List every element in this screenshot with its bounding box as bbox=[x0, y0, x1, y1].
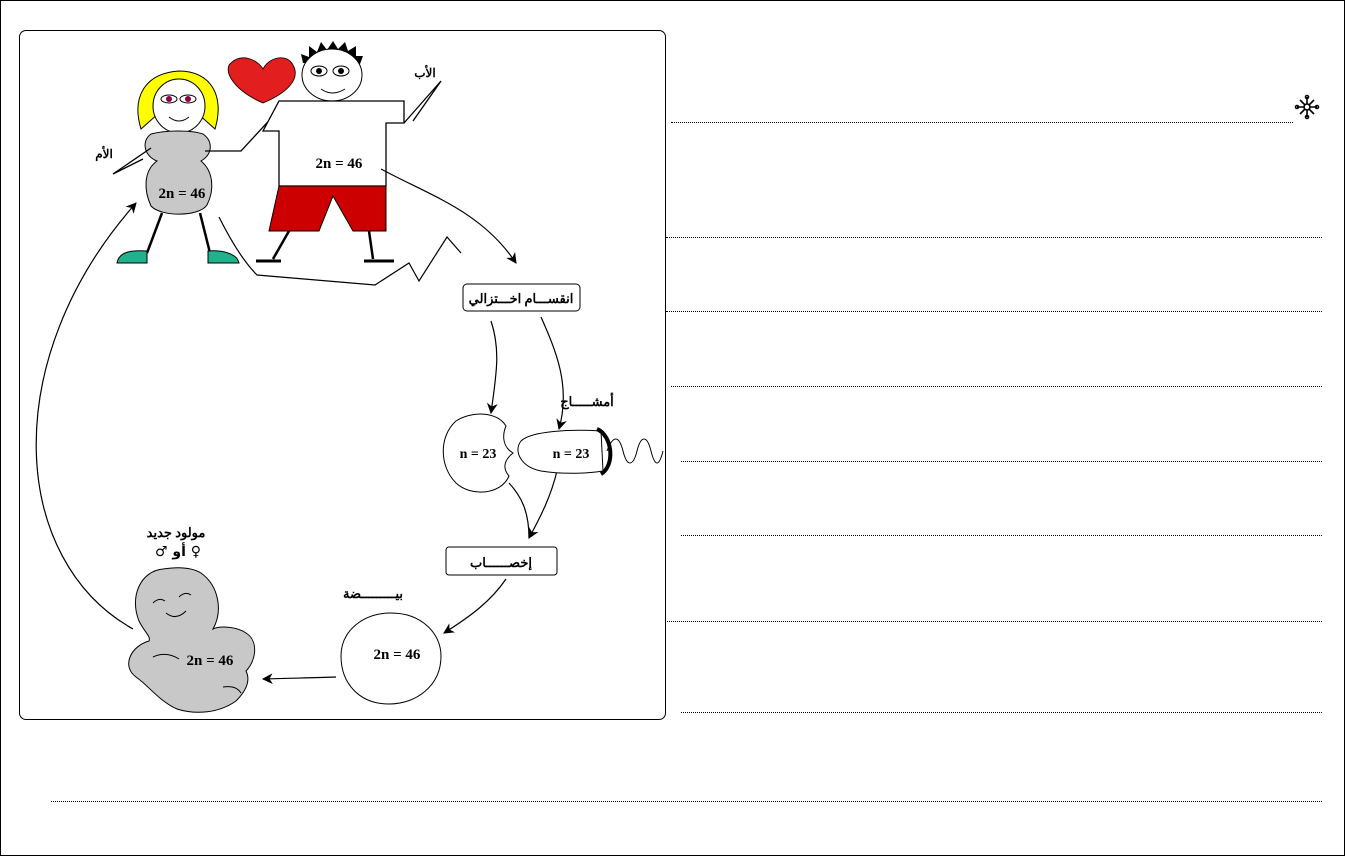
mother-right-shoe bbox=[207, 250, 240, 264]
sperm-tail bbox=[606, 438, 664, 464]
arrow-meiosis-to-egg bbox=[486, 320, 498, 415]
newborn-label: مولود جديد bbox=[147, 525, 206, 541]
fertilization-box bbox=[445, 546, 558, 576]
arrow-fertilization-to-zygote bbox=[443, 578, 507, 634]
arrow-zygote-to-newborn bbox=[261, 673, 337, 685]
mother-body bbox=[144, 130, 213, 215]
mother-chromosomes: 2n = 46 bbox=[159, 186, 206, 202]
father-label: الأب bbox=[414, 65, 435, 80]
mother-label: الأم bbox=[95, 146, 113, 162]
snowflake-icon bbox=[1294, 94, 1320, 120]
mother-figure bbox=[112, 70, 277, 264]
newborn-sex-symbols: ♀ أو ♂ bbox=[155, 542, 201, 560]
gametes-label: أمشـــــاج bbox=[560, 393, 614, 410]
father-figure bbox=[256, 41, 442, 263]
father-pants bbox=[268, 185, 387, 232]
newborn-chromosomes: 2n = 46 bbox=[187, 653, 234, 669]
answer-line[interactable] bbox=[666, 237, 1322, 238]
answer-line[interactable] bbox=[671, 386, 1322, 387]
answer-line[interactable] bbox=[681, 461, 1322, 462]
sperm-gamete-label: n = 23 bbox=[553, 447, 590, 462]
fertilization-label: إخصــــــاب bbox=[470, 555, 532, 571]
zygote-chromosomes: 2n = 46 bbox=[374, 647, 421, 663]
reproduction-cycle-diagram bbox=[19, 30, 666, 720]
newborn-body bbox=[128, 567, 256, 713]
mother-left-shoe bbox=[116, 250, 148, 264]
arrow-newborn-to-mother bbox=[35, 202, 137, 630]
zygote-label: بيـــــــــضة bbox=[343, 586, 403, 601]
sperm-gamete-cell bbox=[517, 429, 604, 474]
arrow-father-to-meiosis bbox=[380, 168, 517, 264]
sperm-head-cap bbox=[595, 427, 613, 476]
answer-line[interactable] bbox=[667, 621, 1322, 622]
meiosis-box bbox=[462, 283, 581, 312]
arrow-meiosis-to-sperm bbox=[540, 316, 567, 431]
father-shirt bbox=[261, 100, 405, 187]
answer-line[interactable] bbox=[51, 801, 1322, 802]
zygote-cell bbox=[340, 612, 442, 705]
mother-face bbox=[152, 78, 206, 134]
heart-icon bbox=[227, 57, 296, 104]
father-chromosomes: 2n = 46 bbox=[316, 156, 363, 172]
meiosis-label: انقســـام اخـــتزالي bbox=[469, 291, 574, 307]
egg-gamete-cell bbox=[442, 413, 514, 493]
answer-line[interactable] bbox=[681, 712, 1322, 713]
answer-line[interactable] bbox=[671, 122, 1293, 123]
answer-line[interactable] bbox=[666, 311, 1322, 312]
egg-gamete-label: n = 23 bbox=[460, 447, 497, 462]
answer-line[interactable] bbox=[681, 535, 1322, 536]
zigzag-line bbox=[218, 216, 462, 286]
arrow-gametes-to-fertilization bbox=[508, 470, 558, 538]
